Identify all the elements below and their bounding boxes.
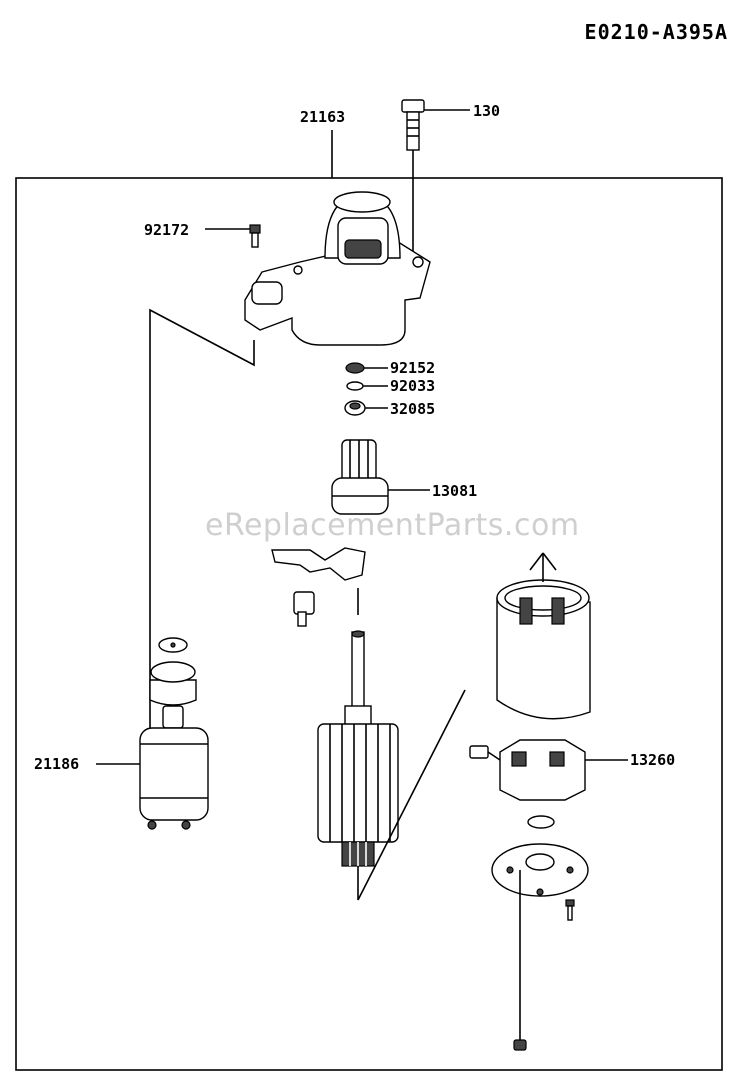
collar-32085[interactable] (344, 400, 366, 416)
end-plate-screw[interactable] (565, 899, 575, 921)
part-number-92172[interactable]: 92172 (144, 221, 189, 239)
armature[interactable] (317, 630, 399, 867)
solenoid-cap[interactable] (149, 637, 197, 706)
brush-holder-13260[interactable] (469, 739, 586, 801)
diagram-code: E0210-A395A (584, 20, 728, 44)
part-number-130[interactable]: 130 (473, 102, 500, 120)
washer-92152[interactable] (345, 362, 365, 374)
ring-92033[interactable] (346, 381, 364, 391)
part-number-92033[interactable]: 92033 (390, 377, 435, 395)
screw-92172[interactable] (249, 224, 261, 248)
shift-lever[interactable] (271, 547, 366, 627)
leader-yoke-b (542, 552, 557, 571)
leader-yoke-a (529, 552, 544, 571)
yoke[interactable] (496, 579, 591, 720)
part-number-32085[interactable]: 32085 (390, 400, 435, 418)
leader-yoke-armature (357, 689, 466, 901)
pinion-13081[interactable] (331, 439, 389, 515)
assembly-frame (15, 177, 723, 1071)
part-number-92152[interactable]: 92152 (390, 359, 435, 377)
end-plate[interactable] (491, 843, 589, 897)
solenoid-21186[interactable] (139, 705, 209, 830)
o-ring[interactable] (527, 815, 555, 829)
part-number-21186[interactable]: 21186 (34, 755, 79, 773)
leader-housing-solenoid (149, 308, 255, 740)
starter-housing-21163[interactable] (244, 191, 431, 346)
part-number-21163[interactable]: 21163 (300, 108, 345, 126)
watermark: eReplacementParts.com (205, 508, 580, 543)
through-bolt[interactable] (513, 900, 527, 1051)
part-number-13081[interactable]: 13081 (432, 482, 477, 500)
part-number-13260[interactable]: 13260 (630, 751, 675, 769)
bolt-130[interactable] (401, 99, 425, 262)
